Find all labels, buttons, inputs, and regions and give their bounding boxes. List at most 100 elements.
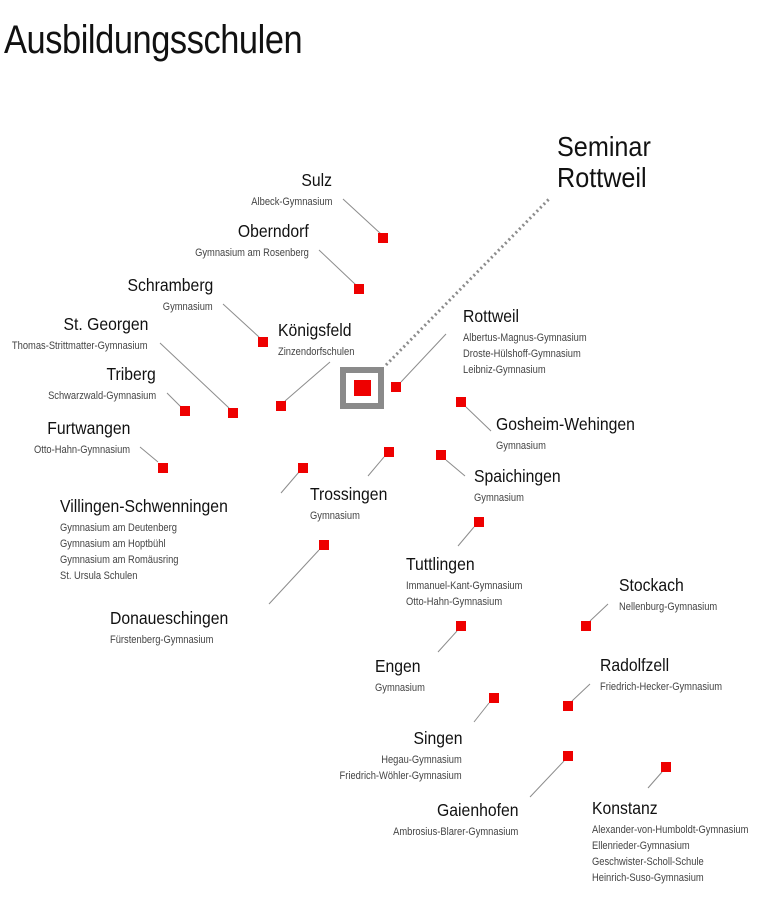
school-label: Fürstenberg-Gymnasium <box>110 634 214 646</box>
school-label: Gymnasium am Romäusring <box>60 554 179 566</box>
city-label-rottweil: Rottweil <box>463 306 520 326</box>
leader-line-schramberg <box>222 303 260 338</box>
marker-st-georgen <box>228 408 238 418</box>
marker-gosheim-wehingen <box>456 397 466 407</box>
school-label: Albertus-Magnus-Gymnasium <box>463 332 587 344</box>
leader-line-spaichingen <box>445 459 466 477</box>
leader-line-trossingen <box>367 456 385 477</box>
city-label-konigsfeld: Königsfeld <box>278 320 352 340</box>
seminar-marker <box>354 380 371 396</box>
city-label-villingen-schwenningen: Villingen-Schwenningen <box>60 496 228 516</box>
school-label: Alexander-von-Humboldt-Gymnasium <box>592 824 749 836</box>
school-label: Nellenburg-Gymnasium <box>619 601 718 613</box>
school-label: Friedrich-Hecker-Gymnasium <box>600 681 723 693</box>
seminar-marker-frame <box>340 367 384 409</box>
school-label: Heinrich-Suso-Gymnasium <box>592 872 704 884</box>
seminar-label-line2: Rottweil <box>557 162 647 193</box>
city-label-engen: Engen <box>375 656 421 676</box>
school-label: Gymnasium <box>496 440 546 452</box>
leader-line-stockach <box>589 603 609 622</box>
marker-tuttlingen <box>474 517 484 527</box>
leader-line-rottweil <box>400 333 447 383</box>
marker-triberg <box>180 406 190 416</box>
leader-line-konstanz <box>647 771 663 789</box>
school-label: Ellenrieder-Gymnasium <box>592 840 690 852</box>
school-label: Otto-Hahn-Gymnasium <box>33 444 130 456</box>
city-label-gosheim-wehingen: Gosheim-Wehingen <box>496 414 635 434</box>
marker-sulz <box>378 233 388 243</box>
seminar-label: Seminar Rottweil <box>557 131 651 193</box>
city-label-donaueschingen: Donaueschingen <box>110 608 229 628</box>
marker-gaienhofen <box>563 751 573 761</box>
school-label: Ambrosius-Blarer-Gymnasium <box>392 826 518 838</box>
leader-line-engen <box>437 630 458 653</box>
city-label-tuttlingen: Tuttlingen <box>406 554 475 574</box>
school-label: Gymnasium am Rosenberg <box>195 247 309 259</box>
school-label: Hegau-Gymnasium <box>381 754 462 766</box>
leader-line-gosheim-wehingen <box>465 406 492 432</box>
leader-line-st-georgen <box>159 342 230 409</box>
school-label: Friedrich-Wöhler-Gymnasium <box>339 770 462 782</box>
school-label: Droste-Hülshoff-Gymnasium <box>463 348 581 360</box>
leader-line-konigsfeld <box>284 361 331 402</box>
city-label-furtwangen: Furtwangen <box>46 418 130 438</box>
school-markers <box>158 233 671 772</box>
marker-schramberg <box>258 337 268 347</box>
seminar-leader-line <box>384 196 552 367</box>
school-label: Zinzendorfschulen <box>278 346 355 358</box>
school-label: Gymnasium am Deutenberg <box>60 522 177 534</box>
leader-line-tuttlingen <box>457 526 475 547</box>
leader-line-triberg <box>166 392 182 408</box>
marker-trossingen <box>384 447 394 457</box>
city-label-trossingen: Trossingen <box>310 484 388 504</box>
marker-engen <box>456 621 466 631</box>
leader-line-villingen-schwenningen <box>280 471 300 494</box>
marker-rottweil <box>391 382 401 392</box>
leader-line-gaienhofen <box>529 760 565 798</box>
marker-furtwangen <box>158 463 168 473</box>
leader-line-furtwangen <box>139 446 159 463</box>
page-title: Ausbildungsschulen <box>4 18 303 62</box>
city-label-stockach: Stockach <box>619 575 684 595</box>
school-label: Thomas-Strittmatter-Gymnasium <box>12 340 148 352</box>
city-label-st-georgen: St. Georgen <box>63 314 148 334</box>
leader-line-donaueschingen <box>268 549 320 605</box>
marker-radolfzell <box>563 701 573 711</box>
leader-line-radolfzell <box>571 683 591 702</box>
school-label: St. Ursula Schulen <box>60 570 138 582</box>
city-label-spaichingen: Spaichingen <box>474 466 561 486</box>
school-label: Otto-Hahn-Gymnasium <box>406 596 503 608</box>
marker-villingen-schwenningen <box>298 463 308 473</box>
city-label-schramberg: Schramberg <box>127 275 213 295</box>
marker-konstanz <box>661 762 671 772</box>
school-label: Gymnasium <box>163 301 213 313</box>
city-label-oberndorf: Oberndorf <box>238 221 309 241</box>
marker-oberndorf <box>354 284 364 294</box>
school-label: Gymnasium <box>375 682 425 694</box>
school-label: Leibniz-Gymnasium <box>463 364 546 376</box>
city-label-radolfzell: Radolfzell <box>600 655 670 675</box>
city-label-konstanz: Konstanz <box>592 798 658 818</box>
city-label-singen: Singen <box>412 728 462 748</box>
school-label: Schwarzwald-Gymnasium <box>47 390 156 402</box>
marker-stockach <box>581 621 591 631</box>
school-label: Albeck-Gymnasium <box>250 196 332 208</box>
marker-singen <box>489 693 499 703</box>
marker-konigsfeld <box>276 401 286 411</box>
leader-line-sulz <box>342 198 382 235</box>
leader-line-singen <box>473 702 490 723</box>
city-label-sulz: Sulz <box>301 170 332 190</box>
marker-spaichingen <box>436 450 446 460</box>
leader-lines <box>139 198 663 798</box>
seminar-label-line1: Seminar <box>557 131 651 162</box>
marker-donaueschingen <box>319 540 329 550</box>
school-label: Gymnasium <box>474 492 524 504</box>
leader-line-oberndorf <box>318 249 357 286</box>
school-label: Gymnasium am Hoptbühl <box>60 538 166 550</box>
city-label-gaienhofen: Gaienhofen <box>436 800 518 820</box>
school-label: Gymnasium <box>310 510 360 522</box>
school-label: Geschwister-Scholl-Schule <box>592 856 704 868</box>
school-label: Immanuel-Kant-Gymnasium <box>406 580 523 592</box>
city-label-triberg: Triberg <box>106 364 156 384</box>
